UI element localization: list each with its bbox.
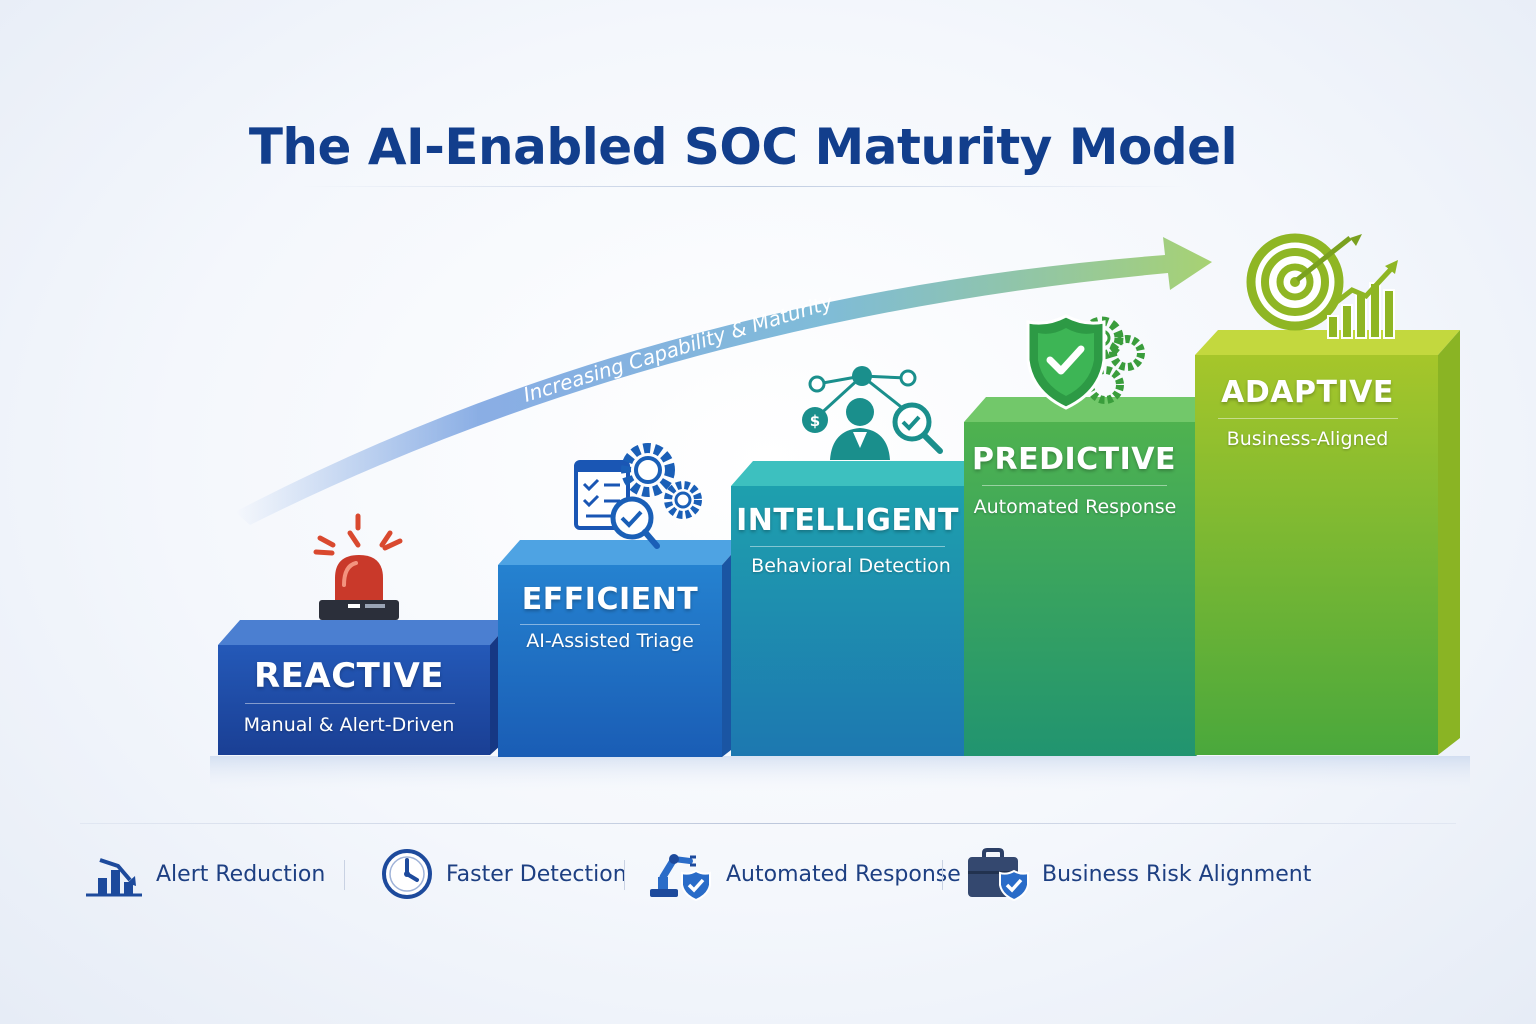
stage-desc-intelligent: Behavioral Detection: [751, 555, 951, 577]
target-growth-icon: [1246, 233, 1398, 339]
stage-desc-predictive: Automated Response: [973, 496, 1177, 518]
benefit-label: Automated Response: [726, 861, 961, 887]
clock-icon: [382, 849, 432, 899]
footer-divider: [80, 823, 1456, 824]
floor-reflection: [210, 756, 1470, 796]
checklist-gears-icon: [574, 443, 702, 549]
svg-text:$: $: [810, 412, 820, 430]
chart-down-icon: [86, 858, 142, 897]
step-adaptive: [1195, 330, 1460, 755]
stage-rule-intelligent: [750, 546, 945, 547]
stage-rule-efficient: [520, 624, 700, 625]
benefit-automated-response: Automated Response: [646, 846, 961, 902]
alarm-siren-icon: [313, 513, 403, 620]
benefit-faster-detection: Faster Detection: [380, 846, 627, 902]
stage-name-reactive: REACTIVE: [253, 656, 445, 696]
stage-name-adaptive: ADAPTIVE: [1221, 375, 1394, 410]
stage-rule-predictive: [982, 485, 1167, 486]
stage-name-efficient: EFFICIENT: [521, 582, 699, 617]
stage-desc-reactive: Manual & Alert-Driven: [243, 714, 455, 736]
benefit-separator: [942, 860, 943, 890]
stage-desc-efficient: AI-Assisted Triage: [526, 630, 694, 652]
briefcase-shield-icon: [968, 848, 1029, 901]
stage-rule-adaptive: [1218, 418, 1398, 419]
shield-gear-icon: [1026, 314, 1145, 410]
step-efficient: [498, 540, 744, 757]
benefit-alert-reduction: Alert Reduction: [84, 846, 325, 902]
analyst-network-icon: $: [802, 366, 943, 460]
robot-arm-shield-icon: [650, 854, 711, 901]
benefit-label: Faster Detection: [446, 861, 627, 887]
arrow-label: Increasing Capability & Maturity: [520, 289, 836, 406]
stage-name-predictive: PREDICTIVE: [972, 442, 1176, 477]
title-divider: [300, 186, 1186, 187]
stage-name-intelligent: INTELLIGENT: [736, 503, 959, 538]
benefit-separator: [344, 860, 345, 890]
benefit-separator: [624, 860, 625, 890]
benefit-label: Business Risk Alignment: [1042, 861, 1312, 887]
stage-desc-adaptive: Business-Aligned: [1226, 428, 1389, 450]
page-title: The AI-Enabled SOC Maturity Model: [248, 118, 1238, 176]
benefit-business-risk-alignment: Business Risk Alignment: [966, 846, 1311, 902]
benefit-label: Alert Reduction: [156, 861, 326, 887]
capability-arrow: [235, 237, 1212, 525]
stage-rule-reactive: [245, 703, 455, 704]
